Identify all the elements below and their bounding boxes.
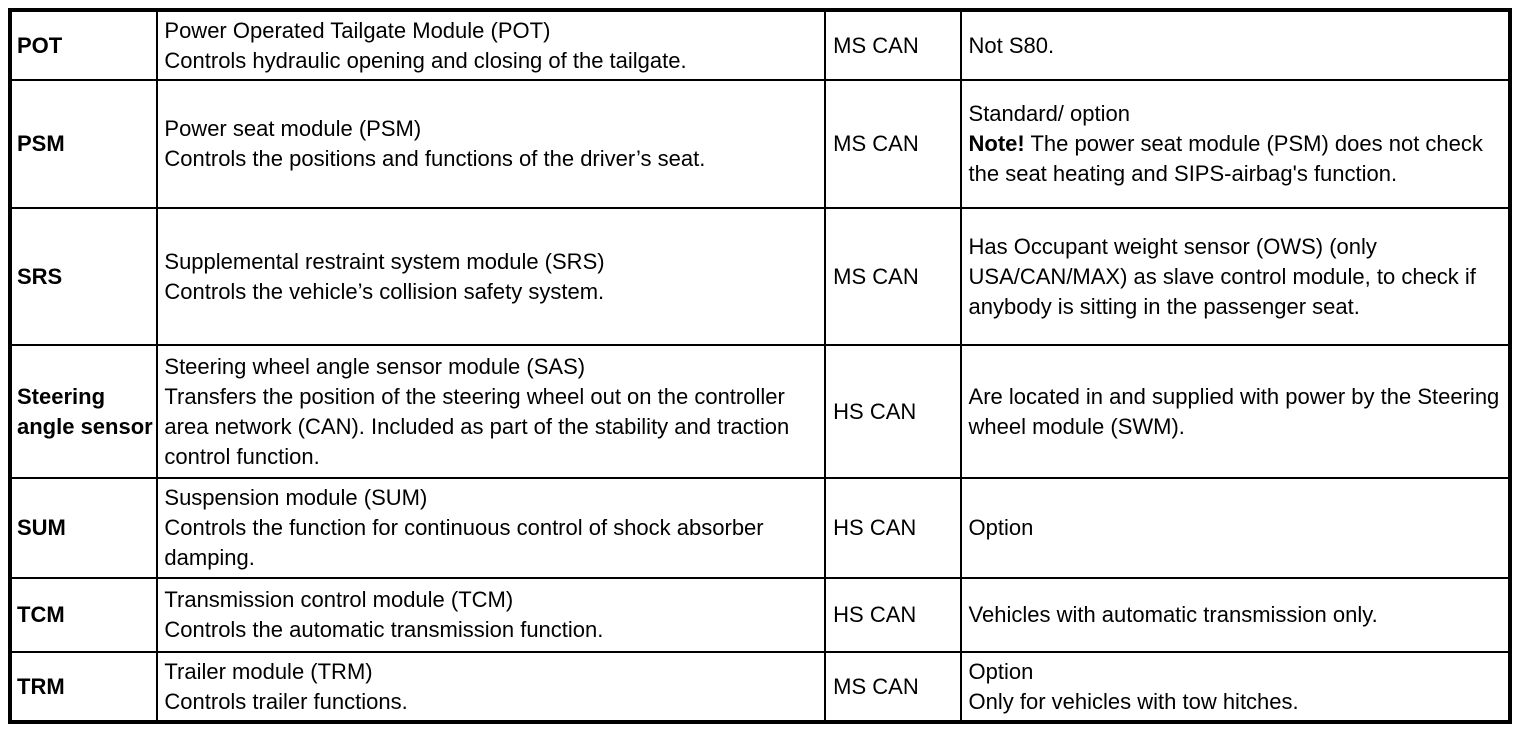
description-paragraph: Controls hydraulic opening and closing o…: [164, 47, 687, 73]
description-paragraph: Power Operated Tailgate Module (POT): [164, 17, 551, 43]
module-description-cell: Supplemental restraint system module (SR…: [156, 207, 827, 346]
notes-paragraph: Standard/ option: [969, 99, 1500, 129]
module-abbreviation-cell: Steering angle sensor: [8, 344, 159, 479]
description-paragraph: Steering wheel angle sensor module (SAS): [164, 353, 586, 379]
network-bus-cell: MS CAN: [824, 207, 962, 346]
notes-paragraph: Only for vehicles with tow hitches.: [969, 687, 1500, 717]
note-text: Has Occupant weight sensor (OWS) (only U…: [968, 233, 1476, 319]
description-paragraph: Controls the positions and functions of …: [164, 146, 706, 171]
note-text: The power seat module (PSM) does not che…: [968, 131, 1483, 186]
description-paragraph: Trailer module (TRM): [164, 658, 373, 684]
network-bus-cell: HS CAN: [824, 477, 962, 579]
module-abbreviation-cell: SRS: [8, 207, 159, 346]
module-abbreviation-cell: TCM: [8, 577, 159, 653]
network-bus-cell: MS CAN: [824, 9, 962, 81]
module-abbreviation-cell: TRM: [8, 651, 159, 723]
network-bus-cell: MS CAN: [824, 79, 962, 209]
module-description-cell: Trailer module (TRM) Controls trailer fun…: [156, 651, 827, 723]
network-bus-cell: MS CAN: [824, 651, 962, 723]
description-paragraph: Controls the vehicle’s collision safety …: [164, 278, 605, 304]
notes-cell: Option: [959, 477, 1512, 579]
module-description-cell: Power Operated Tailgate Module (POT) Cont…: [156, 9, 827, 81]
description-paragraph: Controls the function for continuous con…: [164, 515, 764, 570]
module-description-cell: Power seat module (PSM) Controls the posi…: [156, 79, 827, 209]
description-paragraph: Suspension module (SUM): [164, 485, 428, 510]
note-text: Option: [968, 515, 1034, 540]
module-abbreviation-cell: PSM: [8, 79, 159, 209]
note-text: Vehicles with automatic transmission onl…: [968, 602, 1378, 627]
description-paragraph: Transmission control module (TCM): [164, 587, 514, 612]
notes-cell: Has Occupant weight sensor (OWS) (only U…: [959, 207, 1512, 346]
module-abbreviation-cell: SUM: [8, 477, 159, 579]
notes-cell: Not S80.: [959, 9, 1512, 81]
note-text: Option: [968, 658, 1034, 684]
description-paragraph: Controls trailer functions.: [164, 688, 408, 714]
notes-cell: Are located in and supplied with power b…: [959, 344, 1512, 479]
notes-paragraph: Vehicles with automatic transmission onl…: [969, 600, 1500, 630]
note-keyword: Note!: [968, 131, 1025, 156]
description-paragraph: Transfers the position of the steering w…: [164, 383, 790, 469]
module-description-cell: Suspension module (SUM) Controls the func…: [156, 477, 827, 579]
note-text: Not S80.: [968, 32, 1055, 58]
notes-paragraph: Note! The power seat module (PSM) does n…: [969, 129, 1500, 189]
notes-cell: Vehicles with automatic transmission onl…: [959, 577, 1512, 653]
notes-paragraph: Has Occupant weight sensor (OWS) (only U…: [969, 232, 1500, 322]
notes-paragraph: Not S80.: [969, 31, 1500, 61]
network-bus-cell: HS CAN: [824, 344, 962, 479]
notes-paragraph: Are located in and supplied with power b…: [969, 382, 1500, 442]
network-bus-cell: HS CAN: [824, 577, 962, 653]
notes-paragraph: Option: [969, 513, 1500, 543]
description-paragraph: Power seat module (PSM): [164, 116, 422, 141]
note-text: Standard/ option: [968, 101, 1130, 126]
note-text: Only for vehicles with tow hitches.: [968, 688, 1299, 714]
module-abbreviation-cell: POT: [8, 9, 159, 81]
module-description-cell: Steering wheel angle sensor module (SAS)…: [156, 344, 827, 479]
note-text: Are located in and supplied with power b…: [968, 383, 1500, 439]
module-description-cell: Transmission control module (TCM) Control…: [156, 577, 827, 653]
description-paragraph: Supplemental restraint system module (SR…: [164, 248, 605, 274]
notes-paragraph: Option: [969, 657, 1500, 687]
description-paragraph: Controls the automatic transmission func…: [164, 617, 604, 642]
